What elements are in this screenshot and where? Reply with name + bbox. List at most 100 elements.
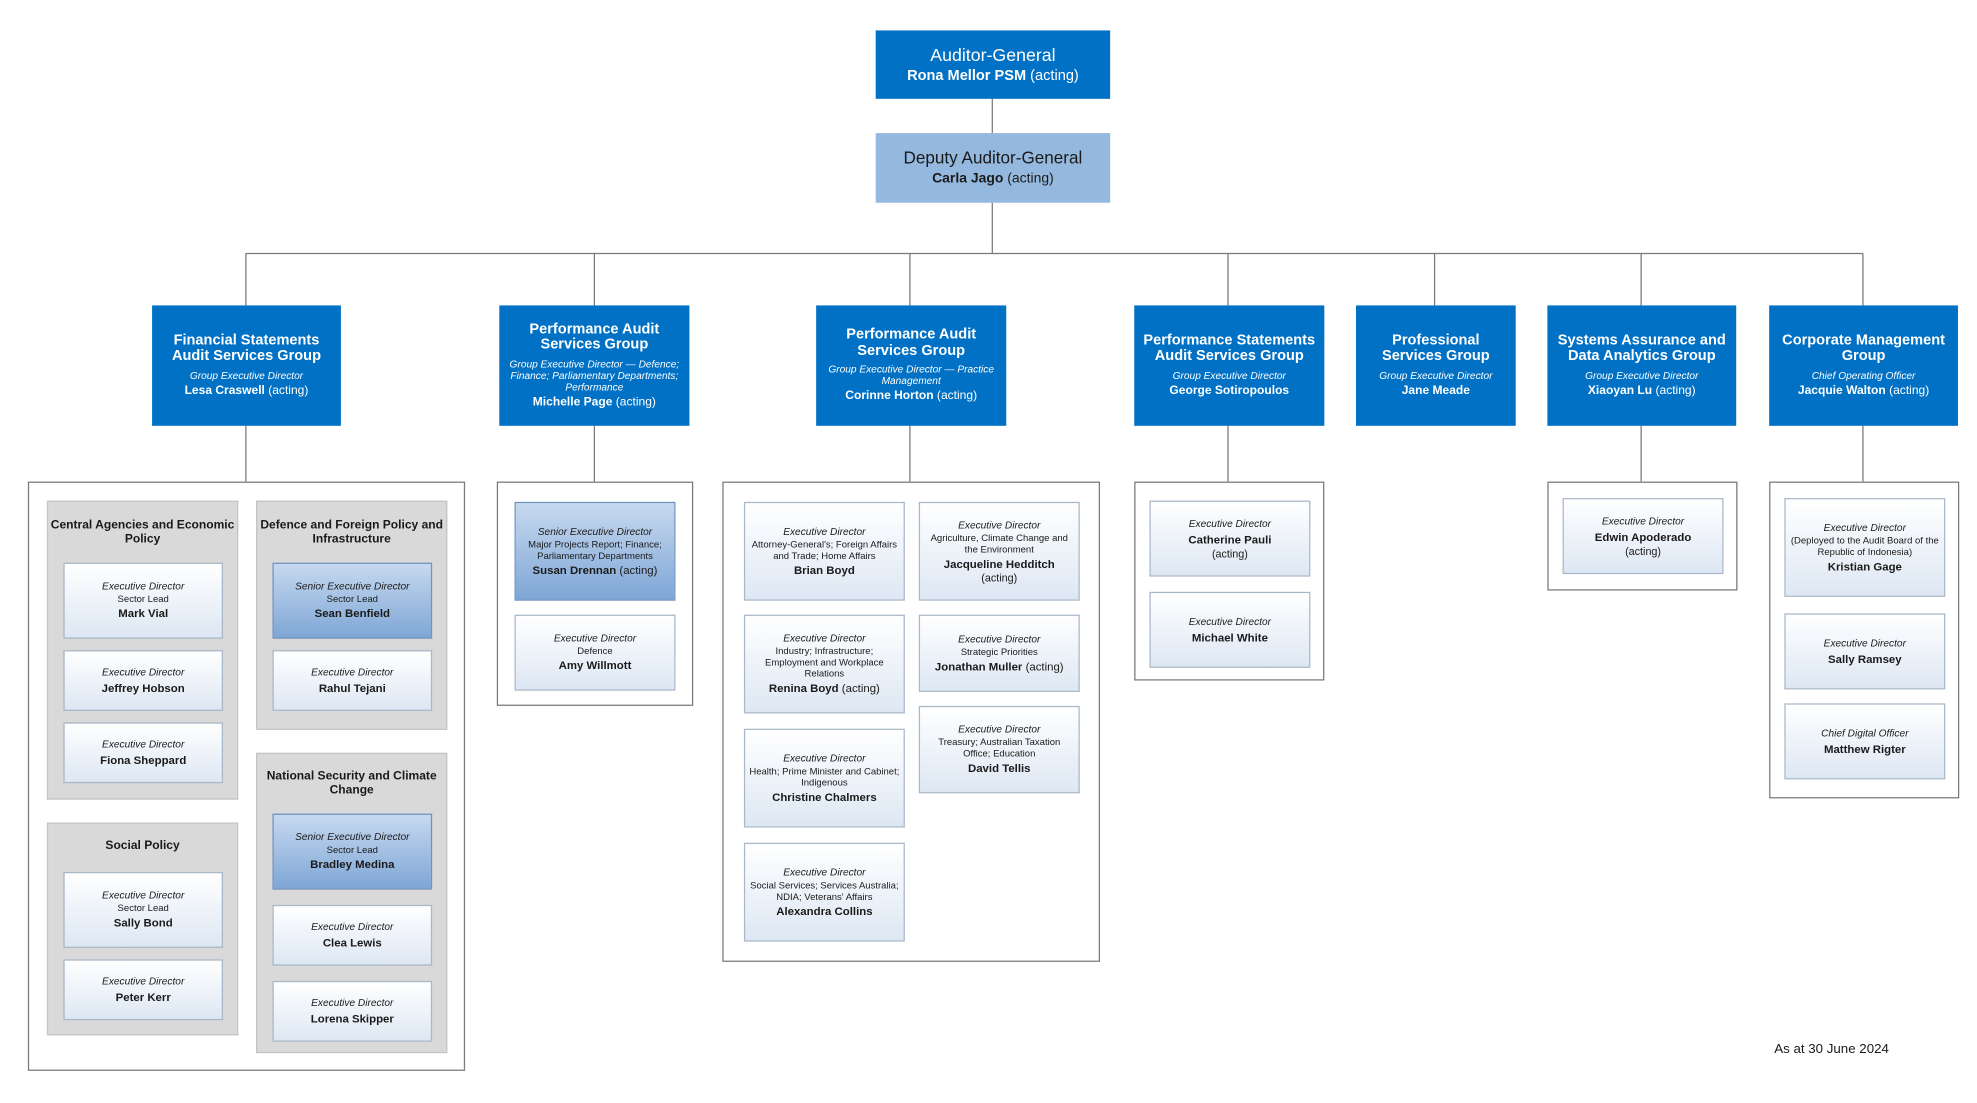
card-name: Sally Ramsey bbox=[1828, 652, 1902, 665]
group-role: Group Executive Director bbox=[189, 369, 304, 381]
group-person: Lesa Craswell (acting) bbox=[184, 383, 309, 398]
card-role: Executive Director bbox=[1823, 636, 1906, 649]
card-person: Executive Director Defence Amy Willmott bbox=[514, 614, 676, 691]
card-role: Executive Director bbox=[783, 866, 866, 878]
card-person: Executive Director Rahul Tejani bbox=[272, 650, 433, 711]
group-person: George Sotiropoulos bbox=[1169, 383, 1290, 398]
card-name: Kristian Gage bbox=[1827, 559, 1902, 573]
card-name: Matthew Rigter bbox=[1823, 742, 1906, 755]
card-role: Executive Director bbox=[958, 723, 1041, 736]
card-person: Executive Director Catherine Pauli (acti… bbox=[1149, 500, 1311, 577]
group-role: Group Executive Director bbox=[1585, 369, 1699, 381]
card-role: Senior Executive Director bbox=[537, 525, 653, 537]
card-person: Senior Executive Director Major Projects… bbox=[514, 501, 676, 601]
group-name: Performance Audit Services Group bbox=[846, 326, 977, 359]
card-portfolio: Sector Lead bbox=[326, 593, 378, 605]
card-person: Executive Director Jeffrey Hobson bbox=[63, 650, 224, 711]
card-name: David Tellis bbox=[967, 761, 1031, 775]
sub-defence-foreign: Defence and Foreign Policy and Infrastru… bbox=[255, 500, 448, 730]
group-name: Financial Statements Audit Services Grou… bbox=[171, 332, 322, 364]
card-person: Senior Executive Director Sector Lead Br… bbox=[272, 813, 433, 890]
card-portfolio: (Deployed to the Audit Board of the Repu… bbox=[1790, 534, 1939, 557]
auditor-general-name: Rona Mellor PSM (acting) bbox=[907, 67, 1079, 84]
card-name: Sally Bond bbox=[113, 916, 173, 929]
card-person: Executive Director Fiona Sheppard bbox=[63, 722, 224, 784]
card-person: Executive Director Clea Lewis bbox=[272, 904, 433, 966]
fsas-panel: Central Agencies and Economic Policy Exe… bbox=[27, 481, 466, 1071]
card-person: Executive Director Peter Kerr bbox=[63, 959, 224, 1021]
card-name: Sean Benfield bbox=[314, 607, 391, 620]
card-role: Executive Director bbox=[311, 665, 394, 678]
card-person: Executive Director Treasury; Australian … bbox=[918, 705, 1080, 794]
sub-title: Central Agencies and Economic Policy bbox=[50, 518, 235, 546]
group-performance-audit-1: Performance Audit Services Group Group E… bbox=[499, 305, 690, 426]
card-role: Executive Director bbox=[783, 752, 866, 764]
card-role: Executive Director bbox=[102, 889, 185, 902]
group-role: Group Executive Director bbox=[1172, 369, 1286, 381]
card-name: Bradley Medina bbox=[310, 857, 395, 871]
card-person: Executive Director Edwin Apoderado (acti… bbox=[1562, 498, 1724, 575]
sub-national-security: National Security and Climate Change Sen… bbox=[255, 752, 448, 1054]
card-person: Executive Director Lorena Skipper bbox=[272, 980, 433, 1042]
sub-title: National Security and Climate Change bbox=[266, 769, 437, 797]
deputy-name: Carla Jago (acting) bbox=[932, 171, 1054, 187]
card-name: Jeffrey Hobson bbox=[101, 681, 185, 694]
card-portfolio: Major Projects Report; Finance; Parliame… bbox=[528, 537, 662, 561]
card-role: Executive Director bbox=[553, 632, 637, 644]
card-person: Executive Director Sector Lead Sally Bon… bbox=[63, 871, 224, 948]
card-role: Senior Executive Director bbox=[295, 580, 410, 592]
card-name: Edwin Apoderado bbox=[1594, 530, 1692, 544]
sada-panel: Executive Director Edwin Apoderado (acti… bbox=[1547, 481, 1738, 591]
deputy-title: Deputy Auditor-General bbox=[903, 148, 1083, 168]
group-role: Chief Operating Officer bbox=[1811, 369, 1916, 381]
card-name: Catherine Pauli bbox=[1188, 532, 1272, 546]
card-person: Chief Digital Officer Matthew Rigter bbox=[1784, 703, 1946, 780]
card-person: Executive Director Strategic Priorities … bbox=[918, 614, 1080, 692]
card-person: Executive Director Michael White bbox=[1149, 591, 1311, 668]
card-name: Alexandra Collins bbox=[776, 904, 873, 917]
card-portfolio: Agriculture, Climate Change and the Envi… bbox=[930, 531, 1068, 555]
group-person: Xiaoyan Lu (acting) bbox=[1587, 383, 1696, 398]
card-role: Senior Executive Director bbox=[295, 831, 410, 843]
card-name: Clea Lewis bbox=[322, 935, 382, 949]
sub-central-agencies: Central Agencies and Economic Policy Exe… bbox=[46, 500, 239, 800]
card-status: (acting) bbox=[1211, 546, 1248, 560]
sub-title: Social Policy bbox=[105, 838, 180, 853]
card-name: Fiona Sheppard bbox=[100, 753, 187, 767]
card-portfolio: Social Services; Services Australia; NDI… bbox=[750, 878, 899, 902]
group-name: Systems Assurance and Data Analytics Gro… bbox=[1557, 332, 1726, 364]
sub-social-policy: Social Policy Executive Director Sector … bbox=[46, 822, 239, 1036]
group-performance-audit-2: Performance Audit Services Group Group E… bbox=[816, 305, 1007, 426]
group-corporate-management: Corporate Management Group Chief Operati… bbox=[1769, 305, 1958, 426]
card-person: Executive Director Agriculture, Climate … bbox=[918, 501, 1080, 601]
deputy-auditor-general-box: Deputy Auditor-General Carla Jago (actin… bbox=[875, 133, 1111, 203]
card-person: Executive Director Health; Prime Ministe… bbox=[743, 728, 905, 828]
group-person: Corinne Horton (acting) bbox=[845, 389, 978, 404]
auditor-general-box: Auditor-General Rona Mellor PSM (acting) bbox=[875, 30, 1111, 99]
card-name: Christine Chalmers bbox=[772, 790, 877, 803]
card-person: Executive Director Attorney-General's; F… bbox=[743, 501, 905, 601]
group-name: Corporate Management Group bbox=[1782, 332, 1945, 364]
group-person: Jane Meade bbox=[1401, 383, 1470, 398]
group-performance-statements: Performance Statements Audit Services Gr… bbox=[1134, 305, 1325, 426]
card-name: Brian Boyd bbox=[793, 563, 855, 576]
card-role: Executive Director bbox=[1188, 615, 1272, 627]
card-portfolio: Sector Lead bbox=[117, 902, 169, 914]
group-role: Group Executive Director — Practice Mana… bbox=[828, 363, 995, 387]
card-role: Executive Director bbox=[102, 580, 185, 592]
cmg-panel: Executive Director (Deployed to the Audi… bbox=[1769, 481, 1960, 799]
card-status: (acting) bbox=[1625, 544, 1662, 557]
card-role: Executive Director bbox=[102, 738, 185, 750]
card-name: Rahul Tejani bbox=[318, 681, 386, 694]
card-name: Mark Vial bbox=[118, 607, 169, 620]
card-role: Executive Director bbox=[958, 518, 1041, 531]
group-professional-services: Professional Services Group Group Execut… bbox=[1356, 305, 1516, 426]
card-name: Peter Kerr bbox=[115, 990, 171, 1004]
card-portfolio: Sector Lead bbox=[326, 844, 378, 856]
card-person: Executive Director Sector Lead Mark Vial bbox=[63, 562, 224, 639]
psas-panel: Executive Director Catherine Pauli (acti… bbox=[1134, 481, 1325, 681]
group-name: Professional Services Group bbox=[1381, 332, 1490, 364]
card-person: Executive Director Sally Ramsey bbox=[1784, 613, 1946, 690]
group-name: Performance Audit Services Group bbox=[529, 321, 660, 353]
